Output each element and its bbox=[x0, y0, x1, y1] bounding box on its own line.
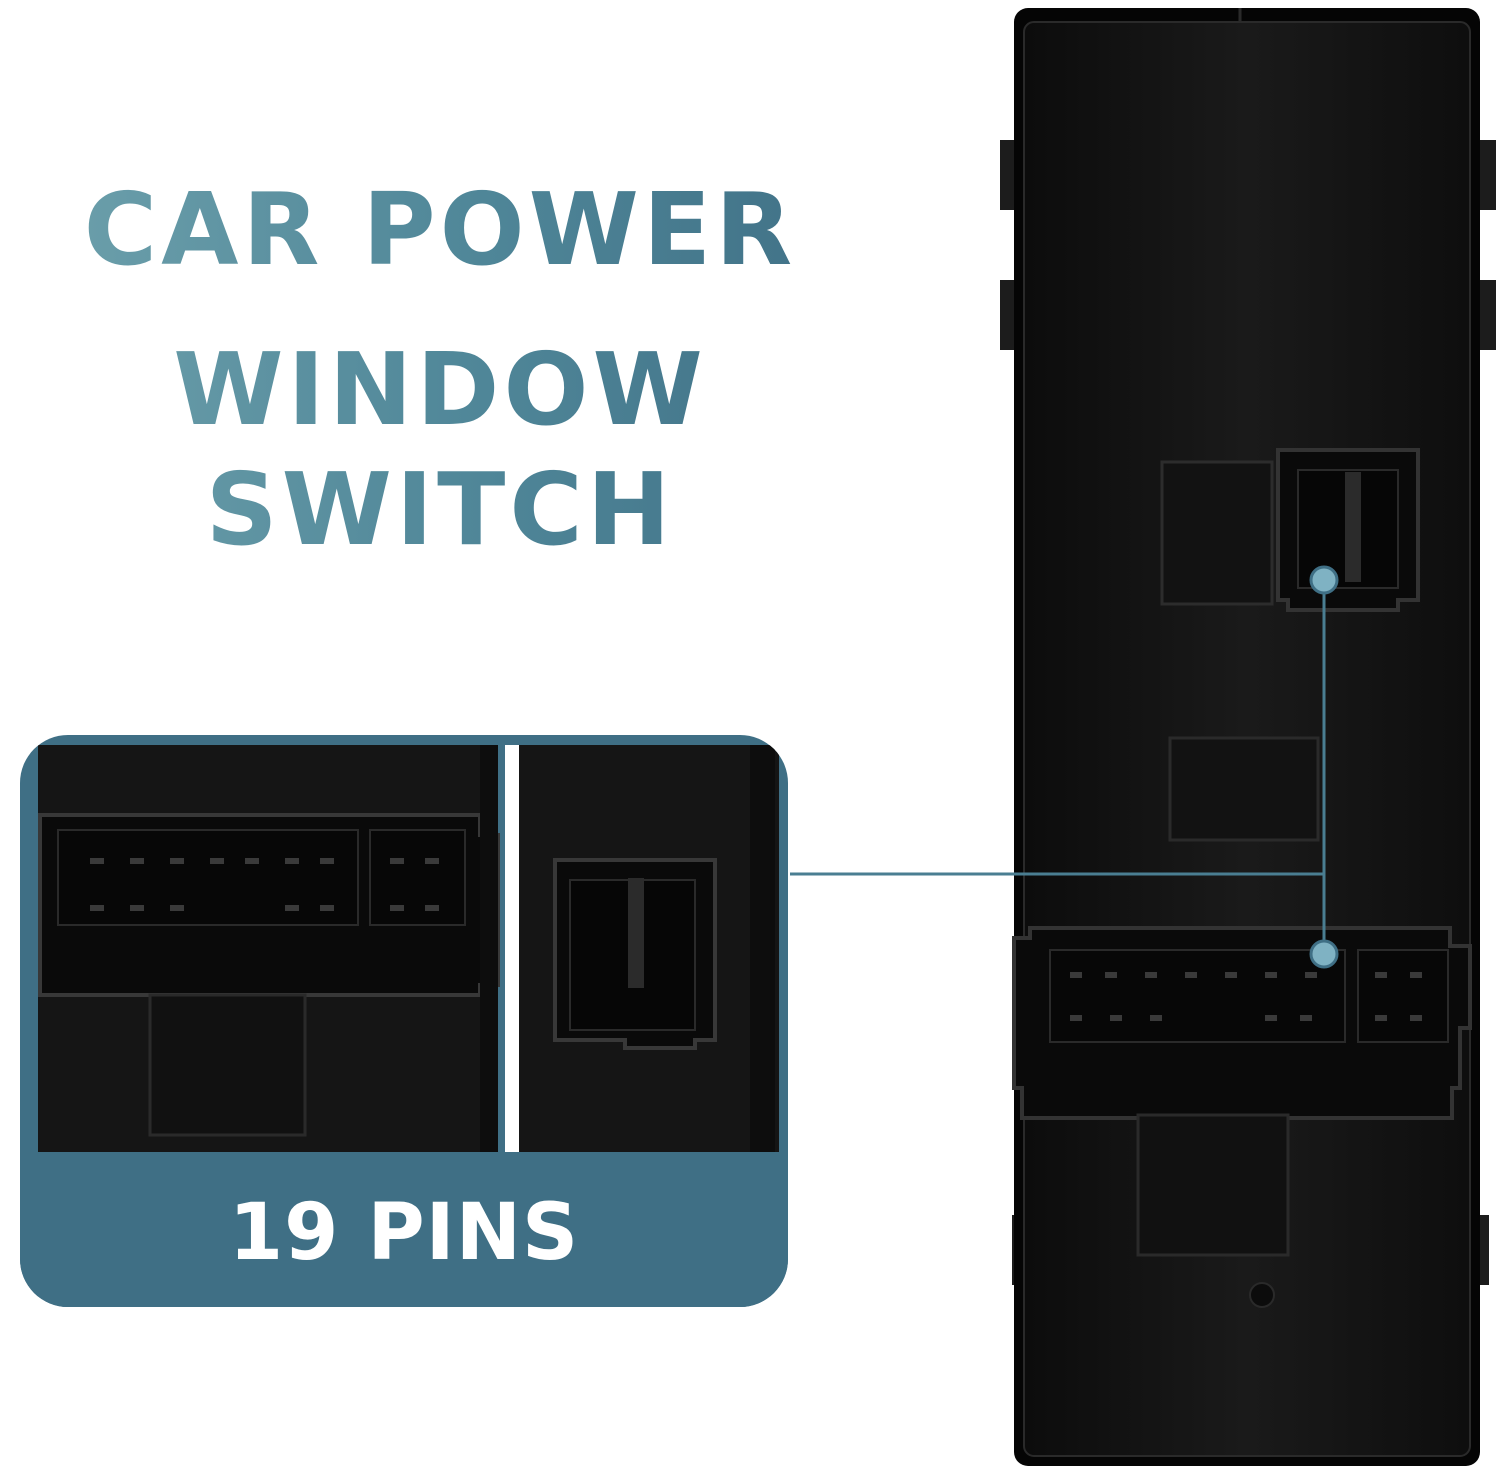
marker-dot-lower bbox=[1309, 939, 1339, 969]
headline-line-2: WINDOW SWITCH bbox=[0, 330, 880, 570]
pin-count-label: 19 PINS bbox=[228, 1187, 580, 1278]
marker-dot-upper bbox=[1309, 565, 1339, 595]
zoom-callout bbox=[20, 735, 788, 1307]
callout-leader bbox=[790, 565, 1339, 969]
window-switch-body bbox=[1000, 8, 1496, 1466]
headline-line-1: CAR POWER bbox=[0, 170, 880, 290]
